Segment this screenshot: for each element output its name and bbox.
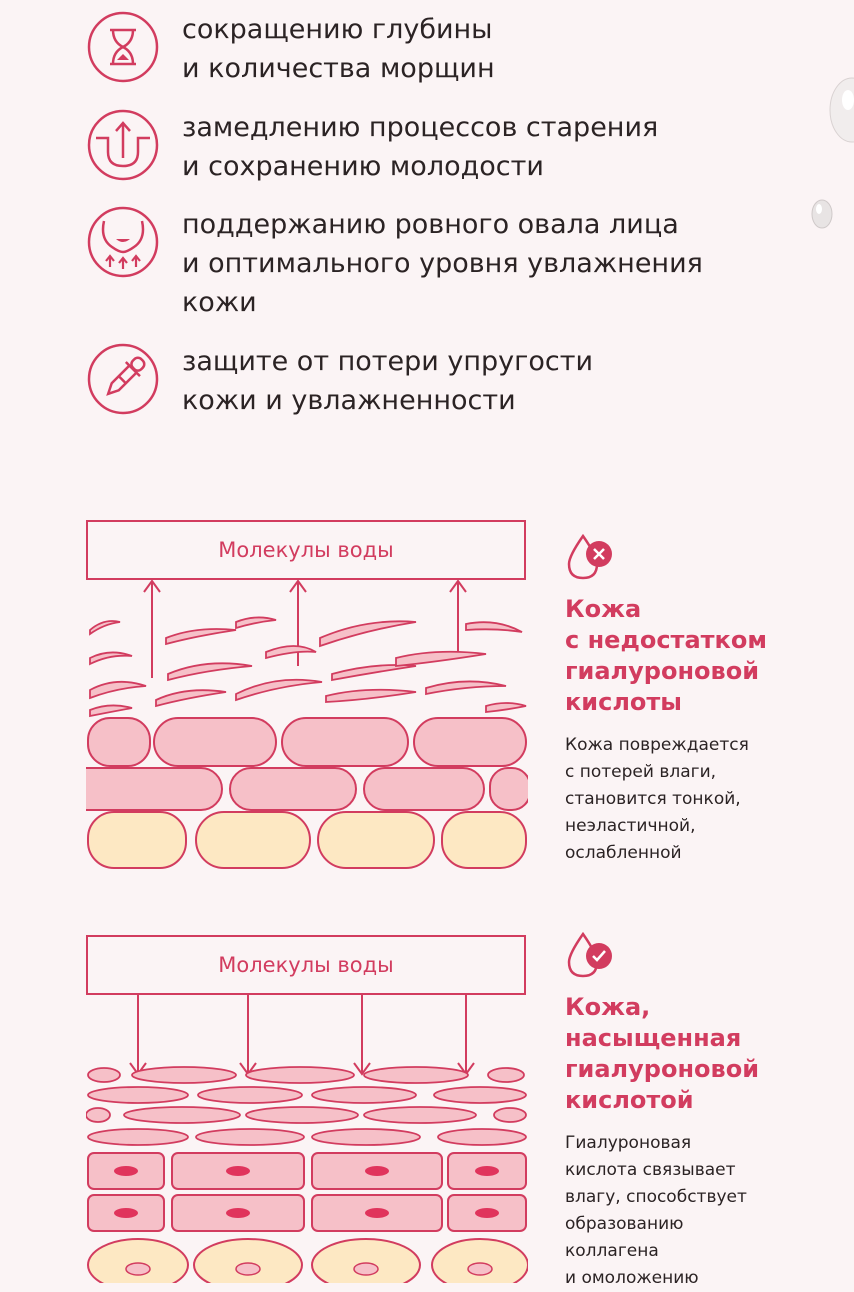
skin-diagram-dry: Молекулы воды [86,520,528,870]
hydrated-skin-title: Кожа, насыщенная гиалуроновой кислотой [565,993,760,1114]
drop-cross-icon [567,533,612,580]
lifting-arrow-icon [87,109,159,181]
drop-check-icon [567,931,612,978]
hydrated-skin-info: Кожа, насыщенная гиалуроновой кислотой Г… [565,930,845,1292]
benefit-text: защите от потери упругости кожи и увлажн… [182,346,593,416]
arrow-down-icon [129,993,475,1076]
skin-layers-hydrated [86,993,528,1283]
water-droplet-decoration [811,77,854,229]
benefit-text: сокращению глубины и количества морщин [182,14,495,84]
skin-layers-dry [86,579,528,869]
benefit-text: замедлению процессов старения и сохранен… [182,112,659,182]
dropper-icon [87,343,159,415]
water-molecules-box: Молекулы воды [86,935,526,995]
skin-diagram-hydrated: Молекулы воды [86,935,528,1283]
dry-skin-info: Кожа с недостатком гиалуроновой кислоты … [565,532,845,867]
water-molecules-box: Молекулы воды [86,520,526,580]
benefit-text: поддержанию ровного овала лица и оптимал… [182,209,703,318]
dry-skin-title: Кожа с недостатком гиалуроновой кислоты [565,595,767,716]
face-contour-icon [87,206,159,278]
dry-skin-description: Кожа повреждается с потерей влаги, стано… [565,735,749,863]
hydrated-skin-description: Гиалуроновая кислота связывает влагу, сп… [565,1133,747,1288]
hourglass-icon [87,11,159,83]
